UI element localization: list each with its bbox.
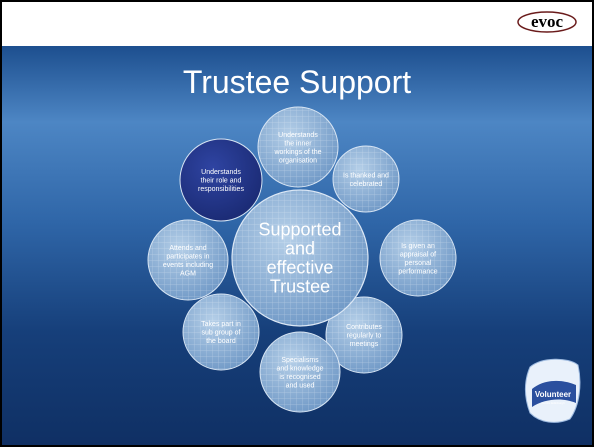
bubble-label-line: is recognised xyxy=(279,374,320,381)
bubble-label-line: performance xyxy=(398,268,437,275)
bubble-label-line: celebrated xyxy=(350,181,383,188)
bubble-label-line: meetings xyxy=(350,341,379,348)
evoc-logo: evoc xyxy=(517,11,577,33)
bubble-grid-overlay xyxy=(326,297,402,373)
bubble-label-line: Is given an xyxy=(401,243,435,250)
slide-title: Trustee Support xyxy=(182,64,412,100)
bubble-label-line: Attends and xyxy=(169,245,206,252)
bubble-label-line: Specialisms xyxy=(281,357,319,364)
bubble-label-line: personal xyxy=(405,260,432,267)
bubble-label-line: Takes part in xyxy=(201,321,241,328)
bubble-grid-overlay xyxy=(260,332,340,412)
bubble-grid-overlay xyxy=(183,294,259,370)
bubble-label-line: the board xyxy=(206,338,236,345)
bubble-grid-overlay xyxy=(380,220,456,296)
bubble-label-line: appraisal of xyxy=(400,251,436,258)
volunteer-badge-text: Volunteer xyxy=(535,390,571,399)
bubble-label-line: their role and xyxy=(201,178,242,185)
bubble-label-line: AGM xyxy=(180,270,196,277)
center-label-line: effective xyxy=(267,258,334,278)
bubble-role: Understands their role andresponsibilitie… xyxy=(179,138,263,222)
bubble-label-line: sub group of xyxy=(202,330,241,337)
evoc-logo-text: evoc xyxy=(531,12,564,31)
volunteer-badge-subtext: Centre Edinburgh xyxy=(541,401,565,405)
bubble-label-line: events including xyxy=(163,262,213,269)
bubble-label-line: and used xyxy=(286,382,315,389)
bubble-label-line: Understands xyxy=(201,169,241,176)
header-bar xyxy=(2,2,592,46)
bubble-grid-overlay xyxy=(333,146,399,212)
bubble-label-line: Contributes xyxy=(346,324,382,331)
center-label-line: Trustee xyxy=(270,277,330,297)
bubble-label-line: Is thanked and xyxy=(343,172,389,179)
bubble-label-line: responsibilities xyxy=(198,186,244,193)
bubble-circle xyxy=(179,138,263,222)
bubble-label-line: organisation xyxy=(279,157,317,164)
center-grid-overlay xyxy=(232,190,368,326)
bubble-label-line: regularly to xyxy=(347,333,382,340)
bubble-label-line: the inner xyxy=(284,140,312,147)
bubble-label-line: and knowledge xyxy=(276,365,323,372)
volunteer-badge: Volunteer Centre Edinburgh xyxy=(525,358,581,423)
bubble-thanked: Is thanked and celebrated xyxy=(332,145,400,213)
bubble-label-line: Understands xyxy=(278,132,318,139)
bubble-label-line: participates in xyxy=(166,253,209,260)
bubble-grid-overlay xyxy=(148,220,228,300)
center-label-line: Supported xyxy=(258,220,341,240)
bubble-grid-overlay xyxy=(258,107,338,187)
center-label-line: and xyxy=(285,239,315,259)
bubble-label-line: workings of the xyxy=(273,149,321,156)
